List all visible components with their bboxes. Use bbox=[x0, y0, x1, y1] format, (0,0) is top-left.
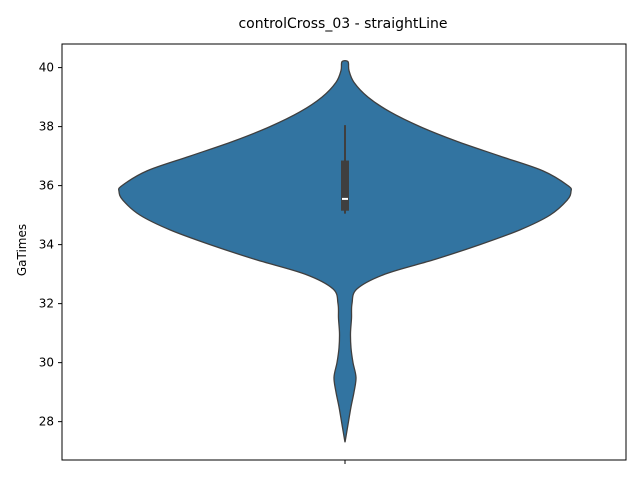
iqr-box bbox=[341, 160, 349, 211]
y-tick-label: 34 bbox=[39, 238, 54, 252]
violin-body bbox=[117, 59, 573, 443]
plot-area-frame bbox=[61, 43, 627, 461]
y-tick-label: 38 bbox=[39, 120, 54, 134]
y-axis-label: GaTimes bbox=[15, 224, 29, 276]
y-tick-label: 40 bbox=[39, 61, 54, 75]
y-tick-label: 30 bbox=[39, 356, 54, 370]
chart-title: controlCross_03 - straightLine bbox=[238, 16, 447, 32]
y-tick-label: 32 bbox=[39, 297, 54, 311]
y-tick-label: 36 bbox=[39, 179, 54, 193]
inner-box-group bbox=[341, 125, 349, 214]
y-tick-label: 28 bbox=[39, 415, 54, 429]
y-axis: 28 30 32 34 36 38 40 bbox=[39, 61, 62, 429]
violin-group bbox=[117, 59, 573, 443]
